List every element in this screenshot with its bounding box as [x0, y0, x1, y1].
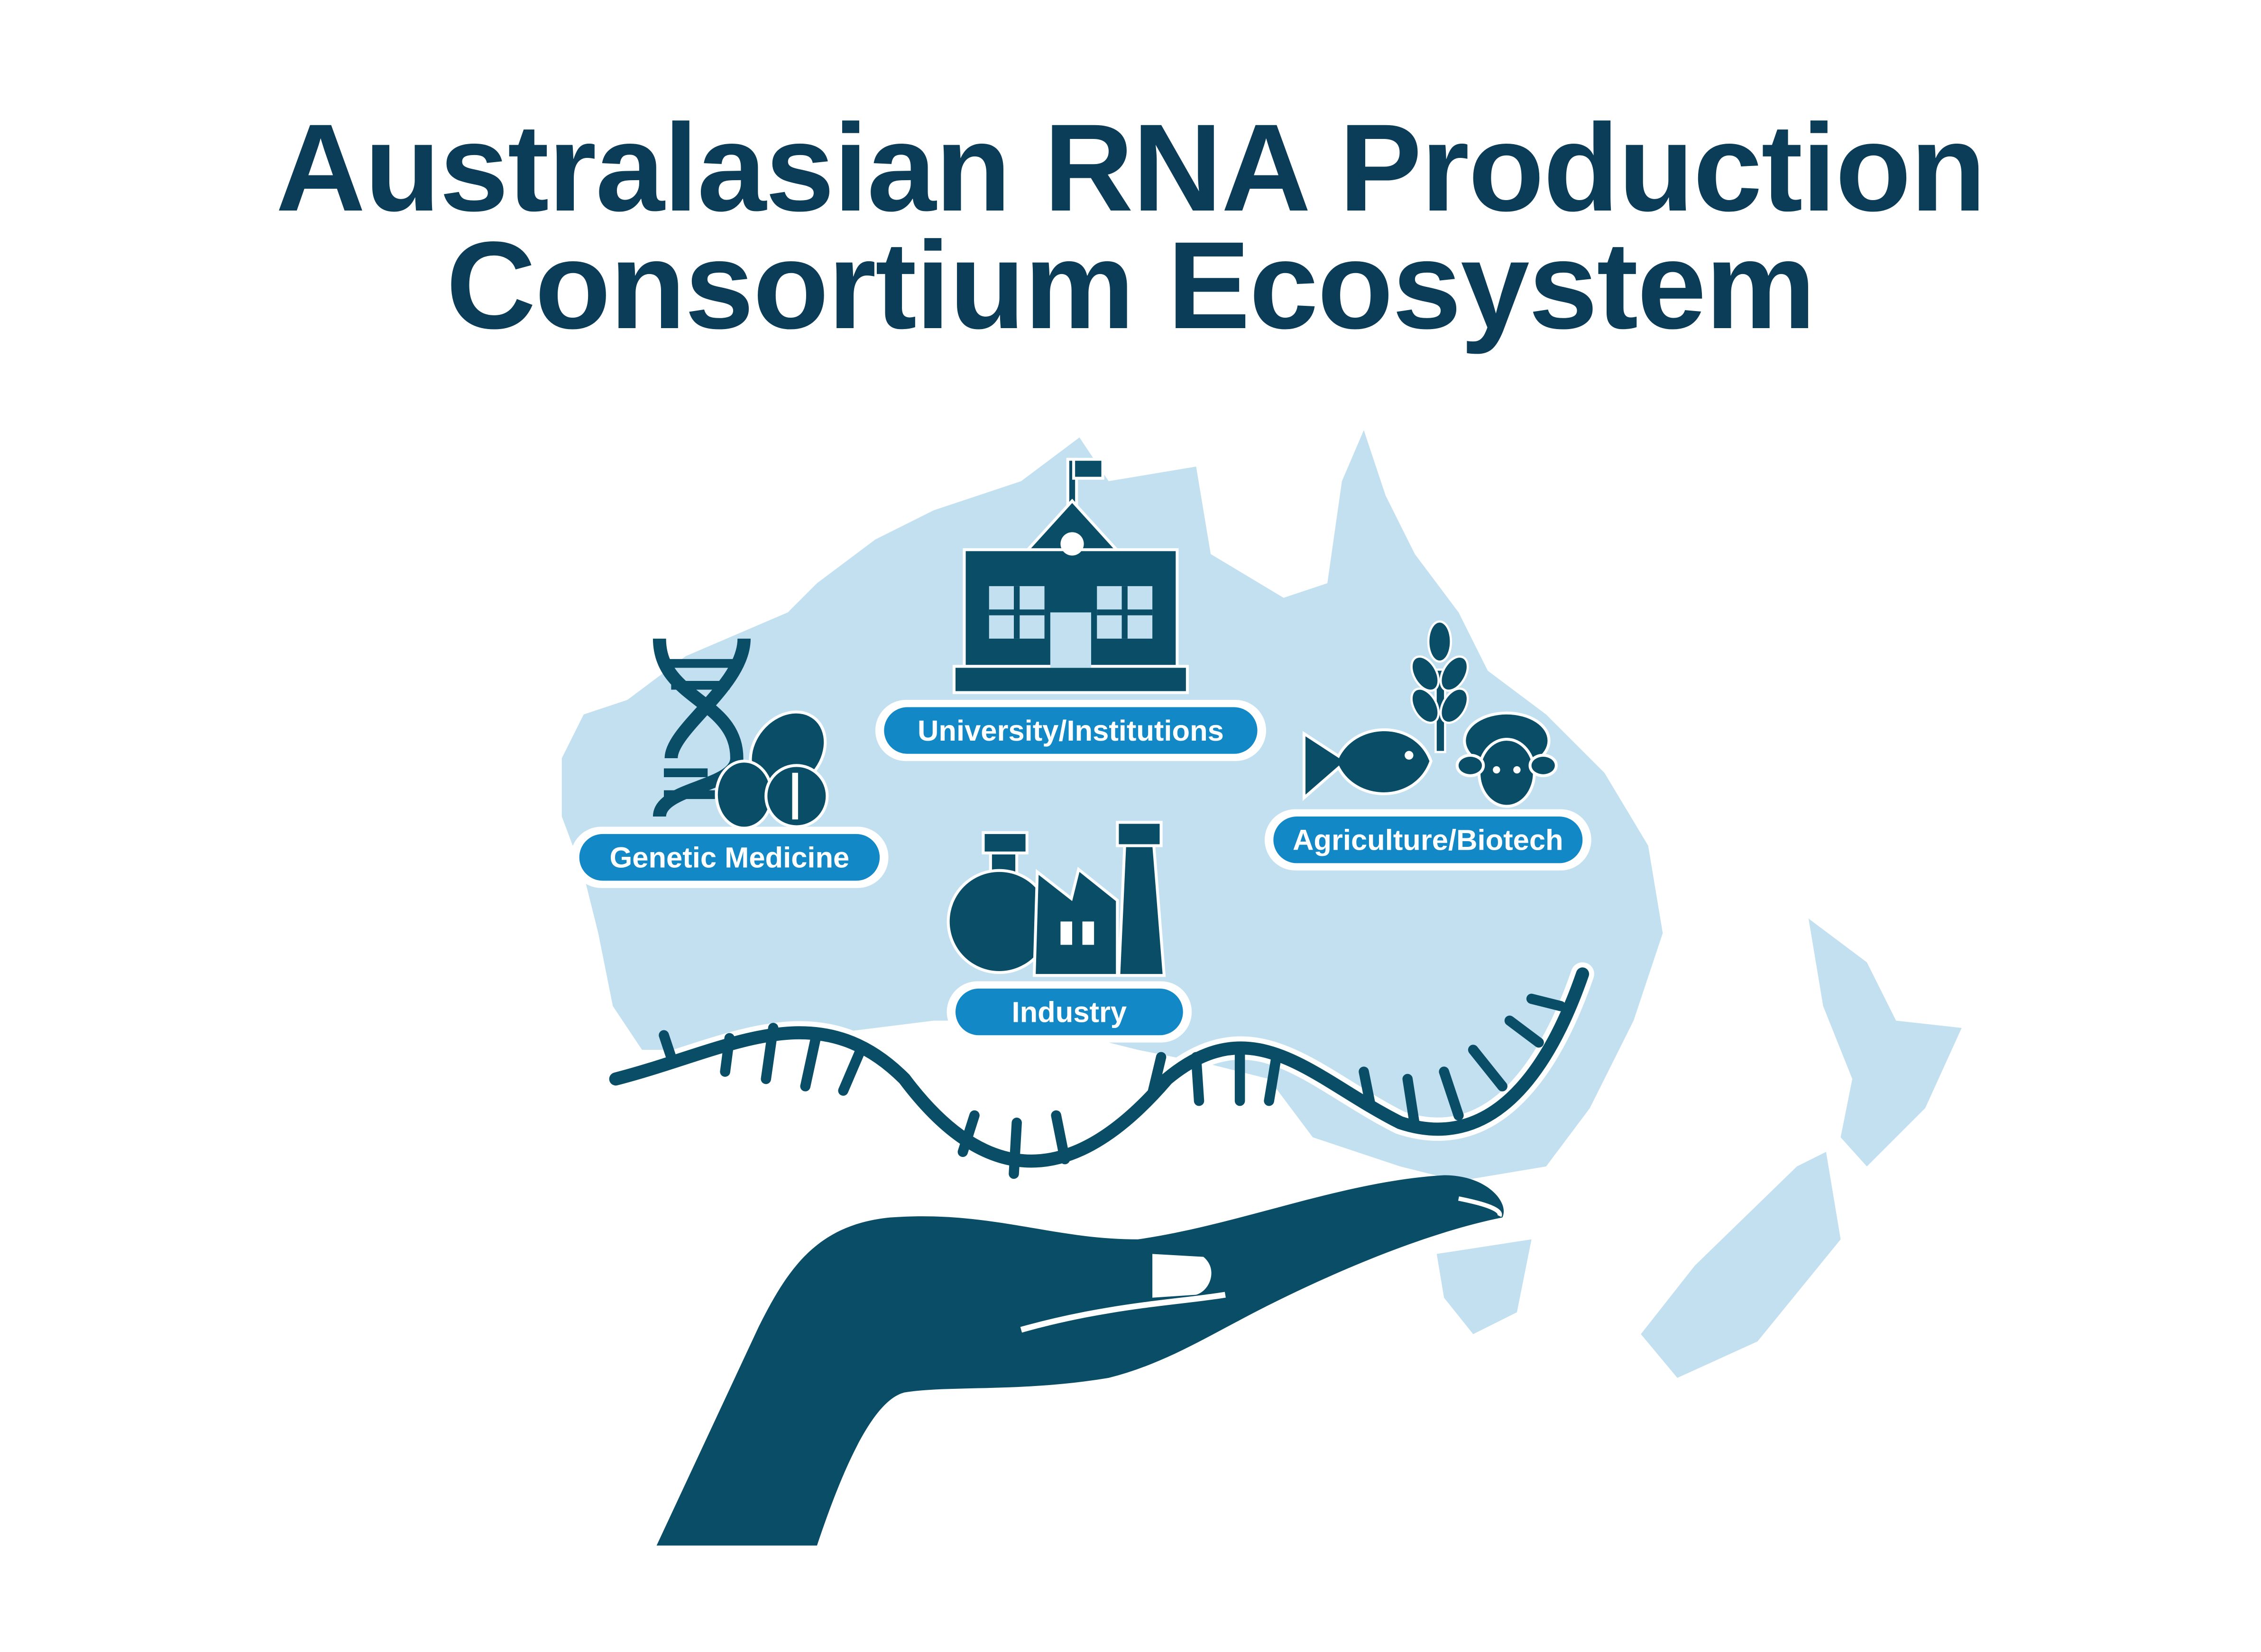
- label-genetic-medicine: Genetic Medicine: [570, 826, 889, 888]
- dna-pills-icon: [653, 638, 751, 818]
- page-title: Australasian RNA Production Consortium E…: [0, 98, 2261, 355]
- wheat-icon: [1410, 620, 1469, 753]
- label-genetic-medicine-text: Genetic Medicine: [609, 842, 849, 874]
- label-industry: Industry: [947, 981, 1192, 1043]
- flask-factory-icon: [947, 821, 1166, 977]
- fish-icon: [1302, 728, 1433, 801]
- map-australia: [561, 430, 1663, 1334]
- title-line-2: Consortium Ecosystem: [446, 216, 1816, 355]
- title-line-1: Australasian RNA Production: [276, 98, 1986, 237]
- hand-icon: [656, 1175, 1504, 1546]
- map-tasmania: [1436, 1239, 1532, 1334]
- label-university-text: University/Institutions: [918, 715, 1224, 747]
- label-university: University/Institutions: [875, 700, 1266, 762]
- thumbnail-icon: [1152, 1254, 1212, 1298]
- label-agriculture-text: Agriculture/Biotech: [1293, 824, 1563, 857]
- sheep-icon: [1455, 711, 1558, 808]
- pills-icon: [715, 710, 829, 830]
- label-agriculture: Agriculture/Biotech: [1264, 809, 1591, 871]
- label-industry-text: Industry: [1012, 996, 1127, 1029]
- map-new-zealand: [1641, 918, 1962, 1378]
- rna-strand-icon: [604, 962, 1594, 1179]
